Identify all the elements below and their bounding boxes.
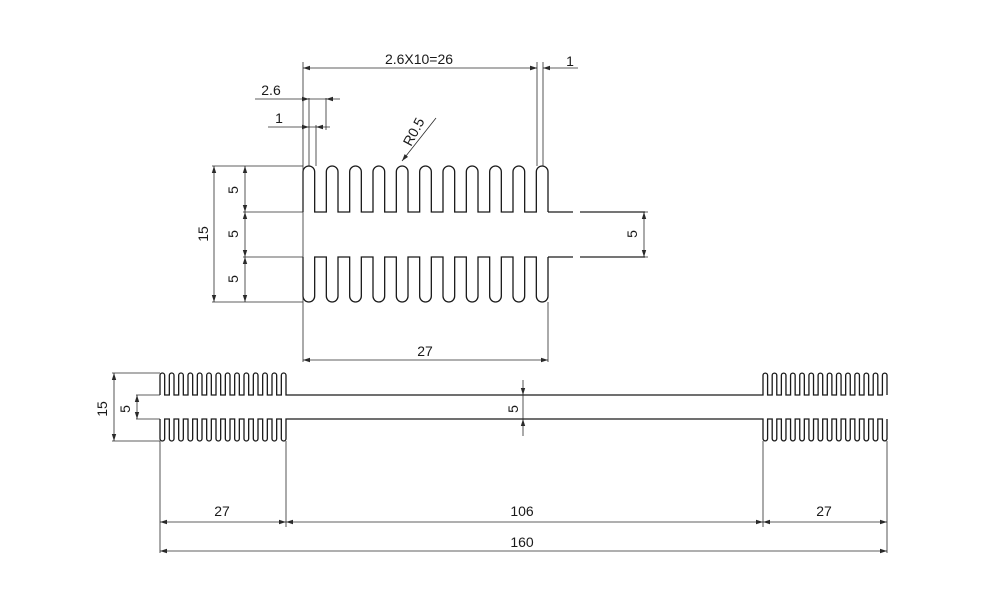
right-section-width-label: 27 (816, 503, 832, 519)
left-section-width-label: 27 (214, 503, 230, 519)
dim-section-width-arrow-end (541, 357, 548, 363)
full-top-outline (159, 372, 888, 396)
full-bottom-outline (159, 418, 888, 442)
dim-right-section-arrow-end (880, 519, 887, 525)
detail-top-fins-outline (302, 165, 645, 213)
full-view: 15 5 5 27 106 27 160 (94, 372, 888, 554)
fin-thickness-left-label: 1 (275, 110, 283, 126)
full-base-left-label: 5 (117, 405, 133, 413)
dim-center-width-arrow-end (756, 519, 763, 525)
dim-overall-length-arrow-start (160, 548, 167, 554)
dim-full-base-center-arrow-a (520, 388, 526, 395)
dim-section-width-arrow-start (303, 357, 310, 363)
full-base-center-label: 5 (505, 405, 521, 413)
dim-base-right-arrow-start (641, 212, 647, 219)
dim-detail-overall-height-arrow-end (211, 295, 217, 302)
fin-pitch-total-label: 2.6X10=26 (385, 51, 453, 67)
radius-leader-arrow (402, 154, 409, 161)
dim-base-left-arrow-end (242, 250, 248, 257)
dim-fin-pitch-arrow-b (326, 96, 333, 102)
dim-base-right-arrow-end (641, 250, 647, 257)
fin-height-top-label: 5 (225, 186, 241, 194)
dim-fin-thick-arrow-a (302, 124, 309, 130)
fin-pitch-label: 2.6 (261, 82, 281, 98)
fin-tip-radius-label: R0.5 (400, 115, 428, 149)
full-dimension-lines (111, 372, 888, 554)
dim-full-base-left-arrow-end (134, 412, 140, 419)
detail-bottom-fins-outline (302, 256, 645, 303)
detail-dimension-lines (211, 62, 648, 363)
dim-full-base-center-arrow-b (520, 419, 526, 426)
dim-left-section-arrow-start (160, 519, 167, 525)
base-thickness-right-label: 5 (624, 230, 640, 238)
dim-right-section-arrow-start (763, 519, 770, 525)
detail-overall-height-label: 15 (195, 226, 211, 242)
dim-center-width-arrow-start (286, 519, 293, 525)
section-width-label: 27 (417, 343, 433, 359)
dim-fin-thick-arrow-b (316, 124, 323, 130)
dim-overall-length-arrow-end (880, 548, 887, 554)
dim-left-section-arrow-end (279, 519, 286, 525)
dim-fin-height-top-arrow-end (242, 205, 248, 212)
dim-fin-pitch-total-arrow-start (303, 65, 310, 71)
dim-fin-thickness-right-arrow-b (543, 65, 550, 71)
dim-fin-pitch-arrow-a (302, 96, 309, 102)
dim-fin-height-bottom-arrow-start (242, 257, 248, 264)
detail-view: 2.6X10=26 1 2.6 1 R0.5 5 5 5 15 5 27 (195, 51, 648, 363)
base-thickness-left-label: 5 (225, 230, 241, 238)
dim-full-overall-height-arrow-end (111, 434, 117, 441)
dim-base-left-arrow-start (242, 212, 248, 219)
dim-fin-thickness-right-arrow-a (530, 65, 537, 71)
fin-height-bottom-label: 5 (225, 275, 241, 283)
overall-length-label: 160 (510, 534, 534, 550)
full-overall-height-label: 15 (94, 401, 110, 417)
radius-leader (401, 117, 437, 162)
dim-detail-overall-height-arrow-start (211, 166, 217, 173)
dim-full-overall-height-arrow-start (111, 373, 117, 380)
center-width-label: 106 (510, 503, 534, 519)
dim-fin-height-bottom-arrow-end (242, 295, 248, 302)
dim-fin-height-top-arrow-start (242, 166, 248, 173)
fin-thickness-right-label: 1 (566, 53, 574, 69)
dim-full-base-left-arrow-start (134, 395, 140, 402)
